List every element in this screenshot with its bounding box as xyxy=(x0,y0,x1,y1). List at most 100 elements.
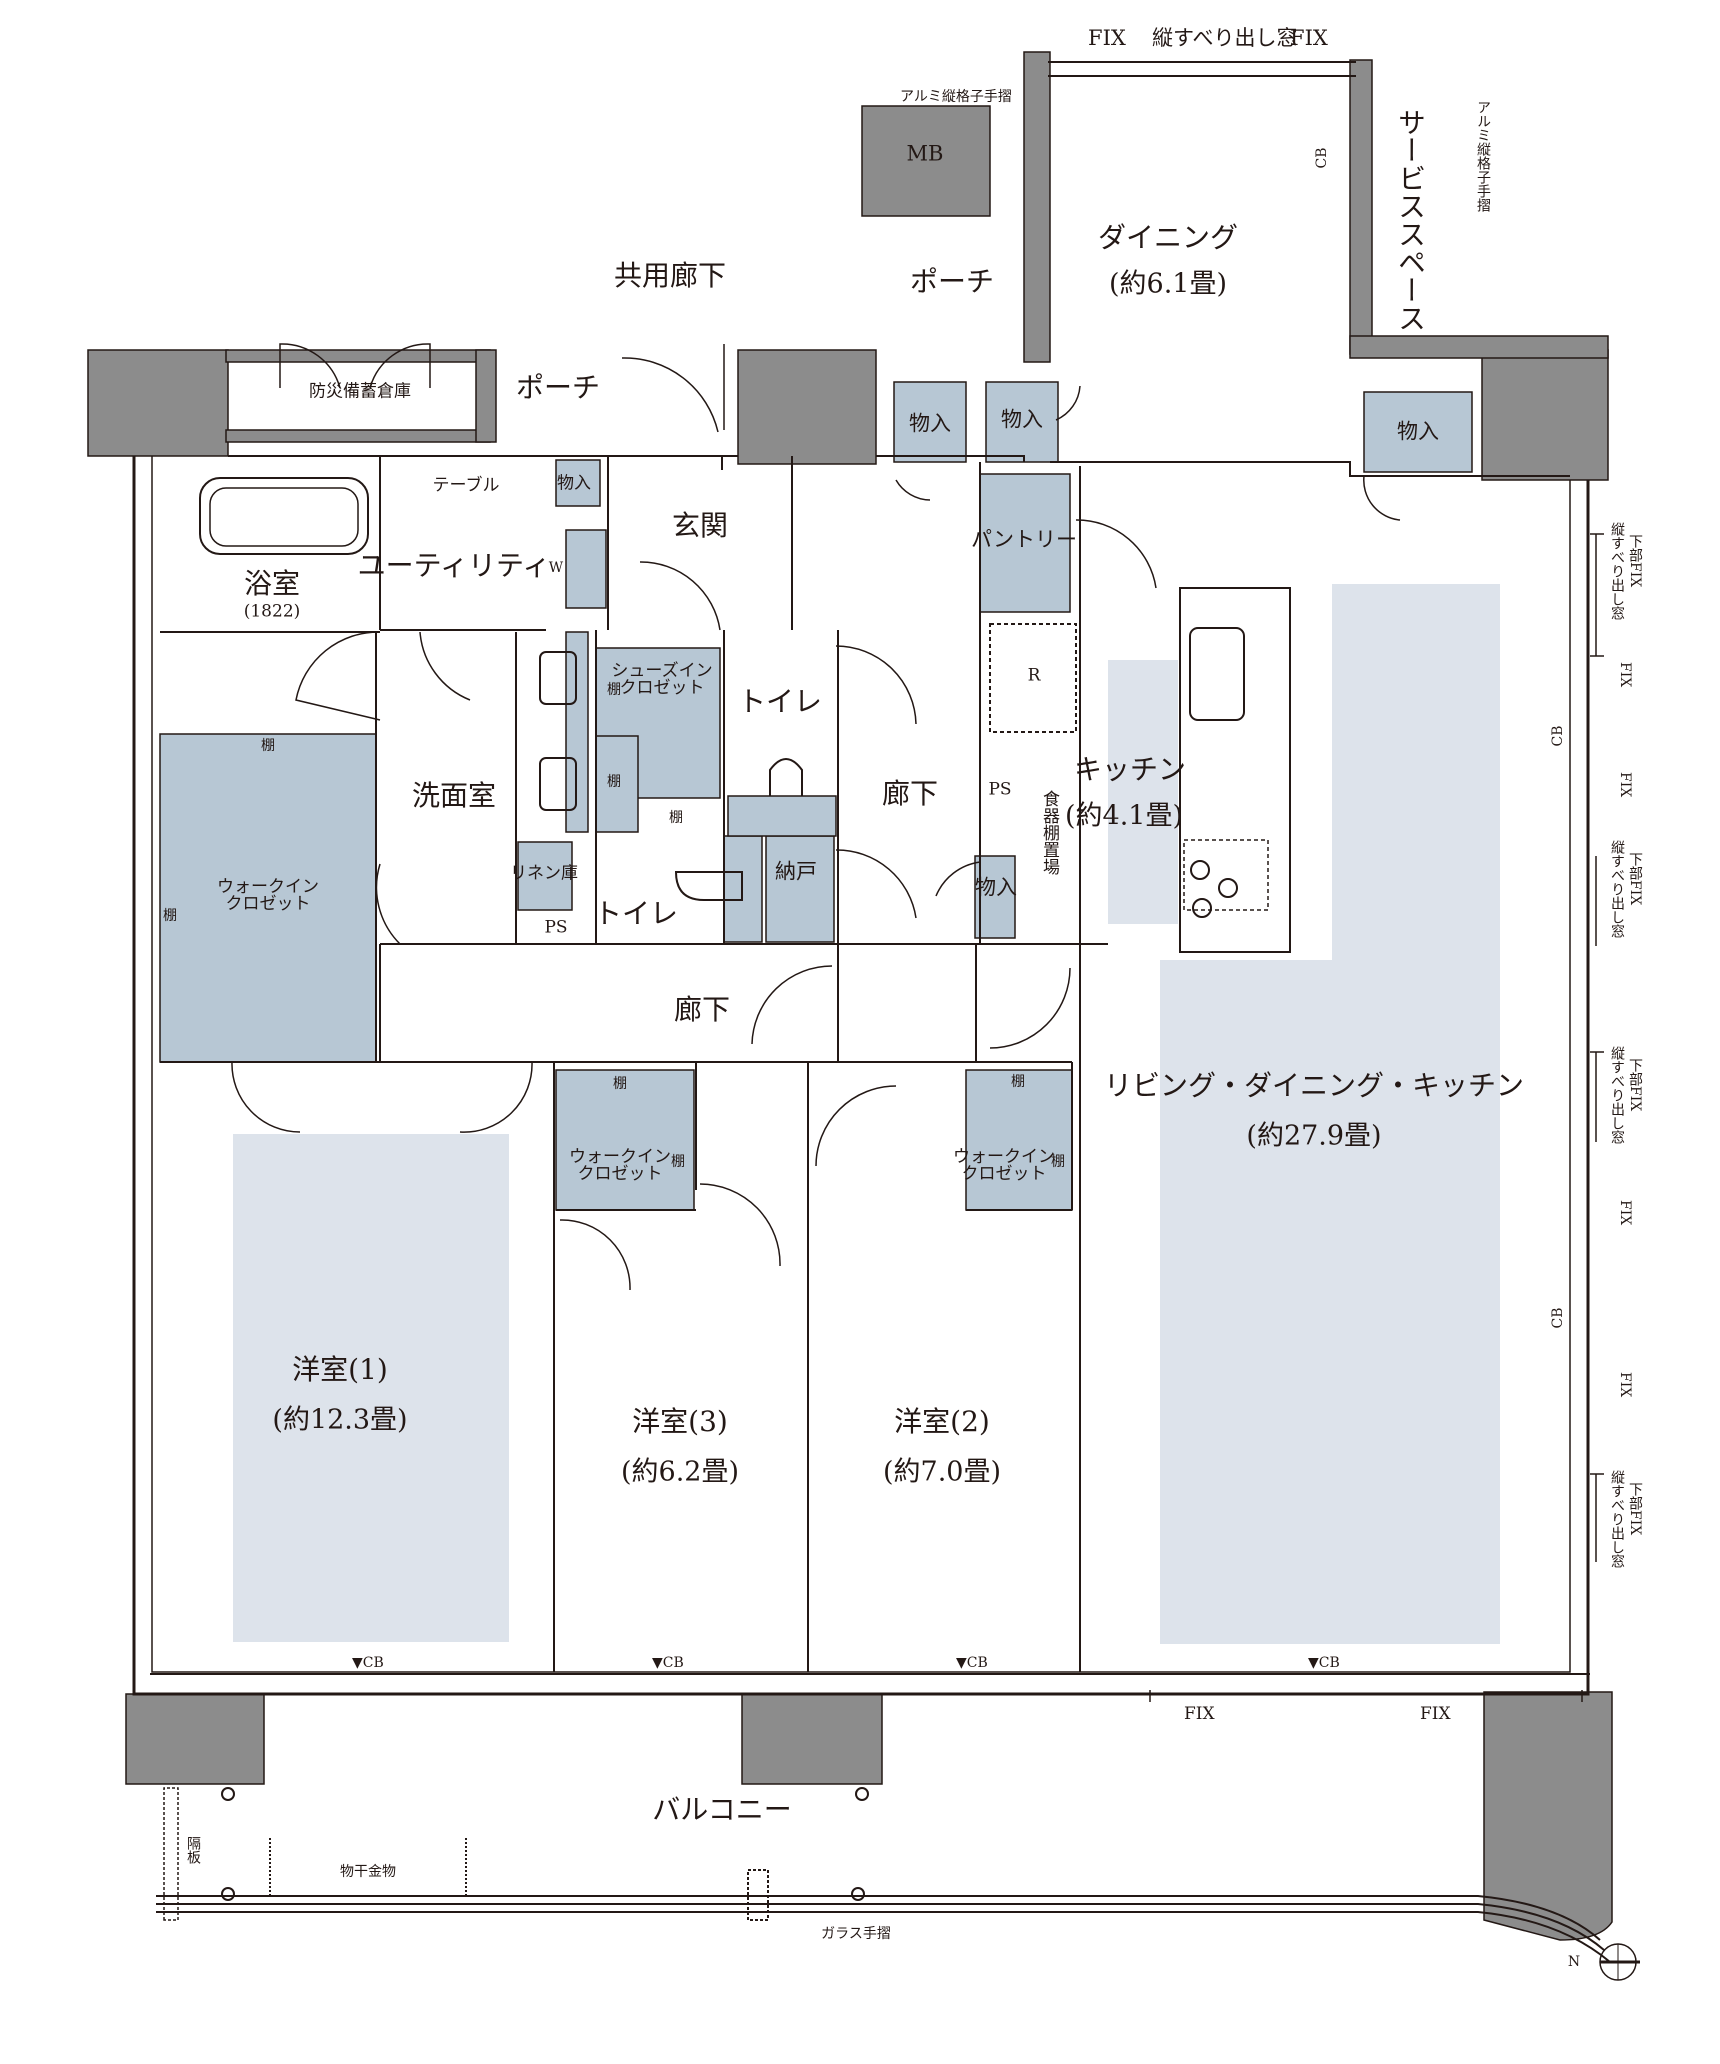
column-br xyxy=(1483,1691,1613,1941)
storage-fill-4 xyxy=(974,855,1016,939)
ldk-label: リビング・ダイニング・キッチン xyxy=(1103,1069,1525,1102)
bath-size: (1822) xyxy=(243,601,301,622)
cb-marker-2: ▼CB xyxy=(652,1655,684,1671)
table-label: テーブル xyxy=(432,475,500,496)
interior-walls xyxy=(150,455,1590,1675)
wall-dining-left xyxy=(1023,51,1051,363)
nando-label: 納戸 xyxy=(775,859,817,884)
basin-2 xyxy=(539,757,577,811)
wic-label: ウォークイン クロゼット xyxy=(217,877,319,914)
toilet-2-label: トイレ xyxy=(593,897,679,930)
toilet1-fill xyxy=(727,795,837,837)
balcony-rail xyxy=(156,1787,1611,1963)
mb-label: MB xyxy=(906,141,944,166)
side-fix-lower-1: 下部FIX xyxy=(1627,534,1643,588)
storage-label-3: 物入 xyxy=(1397,419,1439,444)
wic3-label: ウォークイン クロゼット xyxy=(569,1147,671,1184)
r-label: R xyxy=(1027,665,1041,686)
wic3-fill xyxy=(555,1069,695,1211)
alu-rail-label-2: アルミ縦格子手摺 xyxy=(1475,100,1491,212)
side-fix-4: FIX xyxy=(1617,1372,1633,1398)
pantry-label: パントリー xyxy=(970,527,1078,552)
bed3-area: (約6.2畳) xyxy=(620,1456,740,1488)
bottom-fix-right: FIX xyxy=(1420,1704,1451,1724)
fridge xyxy=(989,623,1077,733)
glass-rail-label: ガラス手摺 xyxy=(821,1926,891,1942)
bed1-area: (約12.3畳) xyxy=(272,1404,408,1436)
side-fix-lower-3: 下部FIX xyxy=(1627,1058,1643,1112)
shelf-label-7: 棚 xyxy=(671,1154,685,1170)
ps-label-1: PS xyxy=(544,917,568,938)
kitchen-area: (約4.1畳) xyxy=(1064,800,1184,832)
side-window-1: 縦すべり出し窓 xyxy=(1609,522,1625,620)
sink xyxy=(1189,627,1245,721)
shelf-label-1: 棚 xyxy=(261,738,275,754)
side-fix-2: FIX xyxy=(1617,772,1633,798)
wall-top-strip xyxy=(225,349,491,363)
bathtub xyxy=(199,477,369,555)
shoe-closet-label: シューズイン クロゼット xyxy=(611,661,713,698)
outer-wall-inner xyxy=(151,456,1571,1673)
entrance-label: 玄関 xyxy=(671,509,729,542)
w-label: W xyxy=(548,560,564,576)
common-corridor-label: 共用廊下 xyxy=(613,259,727,292)
column-bl xyxy=(125,1693,265,1785)
north-label: N xyxy=(1567,1954,1581,1970)
side-fix-lower-2: 下部FIX xyxy=(1627,852,1643,906)
alu-rail-label-1: アルミ縦格子手摺 xyxy=(900,89,1012,105)
stove xyxy=(1183,839,1269,911)
balcony-label: バルコニー xyxy=(652,1793,792,1826)
wall-dining-right xyxy=(1349,59,1373,355)
porch-lower-label: ポーチ xyxy=(515,371,601,404)
ldk-area-fill-upper xyxy=(1332,584,1500,964)
storage-label-5: 物入 xyxy=(557,473,591,494)
wic2-fill xyxy=(965,1069,1073,1211)
shelf-label-6: 棚 xyxy=(613,1076,627,1092)
toilet-1-label: トイレ xyxy=(737,685,823,718)
shelf-label-4: 棚 xyxy=(607,774,621,790)
porch-upper-label: ポーチ xyxy=(909,265,995,298)
column-bm xyxy=(741,1693,883,1785)
toilet-bowl-2 xyxy=(674,871,743,901)
corridor-1-label: 廊下 xyxy=(881,777,939,810)
ldk-area: (約27.9畳) xyxy=(1246,1120,1382,1152)
shelf-label-2: 棚 xyxy=(163,908,177,924)
mb-wall xyxy=(861,105,991,217)
washroom-label: 洗面室 xyxy=(411,779,497,812)
storage-disaster-label: 防災備蓄倉庫 xyxy=(309,381,411,402)
ldk-area-fill xyxy=(1160,960,1500,1644)
bed1-area-fill xyxy=(233,1134,509,1642)
bottom-fix-left: FIX xyxy=(1184,1704,1215,1724)
utility-label: ユーティリティ xyxy=(357,549,551,582)
shelf-label-9: 棚 xyxy=(1051,1154,1065,1170)
column-tl xyxy=(87,349,229,457)
side-fix-1: FIX xyxy=(1617,662,1633,688)
ps-label-2: PS xyxy=(988,779,1012,800)
service-space-label: サービススペース xyxy=(1394,108,1427,332)
doors xyxy=(231,343,1401,1291)
shelf-label-3: 棚 xyxy=(607,682,621,698)
shelf-label-5: 棚 xyxy=(669,810,683,826)
wall-top-strip-3 xyxy=(475,349,497,443)
storage-fill-5 xyxy=(555,459,601,507)
burner-1 xyxy=(1190,860,1210,880)
side-window-3: 縦すべり出し窓 xyxy=(1609,1046,1625,1144)
side-fix-3: FIX xyxy=(1617,1200,1633,1226)
storage-fill-3 xyxy=(1363,391,1473,473)
wall-service-bottom xyxy=(1349,335,1609,359)
nando-fill xyxy=(765,835,835,943)
window-marks xyxy=(1149,533,1604,1702)
column-mid-top xyxy=(737,349,877,465)
dining-top-label: ダイニング xyxy=(1097,221,1239,254)
linen-fill xyxy=(517,841,573,911)
basin-1 xyxy=(539,651,577,705)
bath-label: 浴室 xyxy=(243,567,301,600)
shelf-label-8: 棚 xyxy=(1011,1074,1025,1090)
bed2-label: 洋室(2) xyxy=(894,1405,990,1438)
partition-label: 隔板 xyxy=(185,1836,201,1864)
cb-side-2: CB xyxy=(1550,1307,1566,1329)
dish-shelf-label: 食器棚置場 xyxy=(1039,790,1059,875)
bathtub-inner xyxy=(209,487,359,547)
storage-fill-2 xyxy=(985,381,1059,463)
burner-3 xyxy=(1192,898,1212,918)
